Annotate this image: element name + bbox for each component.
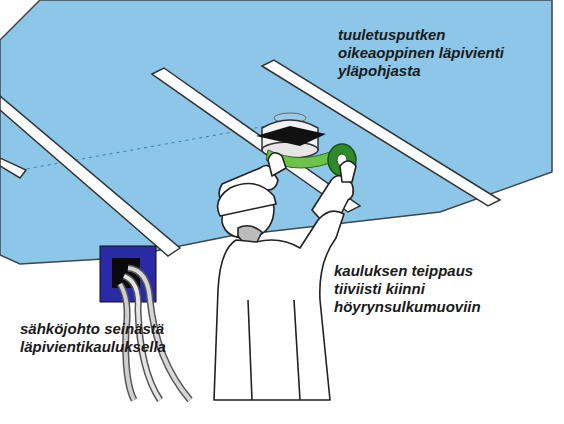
vapour-barrier xyxy=(0,0,552,264)
ceiling-joists xyxy=(0,60,500,256)
callout-label: tuuletusputken oikeaoppinen läpivienti y… xyxy=(338,26,520,80)
vent-pipe xyxy=(256,113,326,158)
callout-label: kauluksen teippaus tiiviisti kiinni höyr… xyxy=(334,262,502,316)
callout-label: sähköjohto seinästä läpivientikauluksell… xyxy=(20,320,200,356)
